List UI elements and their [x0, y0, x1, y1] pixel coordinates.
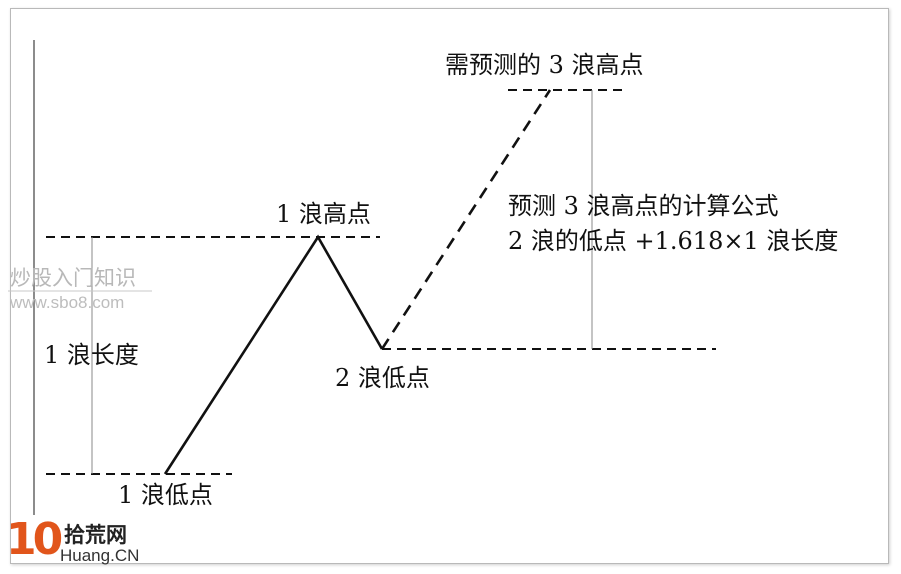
label-formula-title: 预测 3 浪高点的计算公式 — [508, 192, 779, 220]
watermark-site-name: 炒股入门知识 — [10, 266, 136, 290]
wave3-projection-dashed — [380, 89, 552, 350]
label-wave1-low: 1 浪低点 — [118, 481, 213, 509]
diagram-frame — [10, 8, 889, 564]
label-wave2-low: 2 浪低点 — [335, 364, 430, 392]
label-formula: 2 浪的低点 +1.618×1 浪长度 — [508, 227, 838, 255]
label-wave1-length: 1 浪长度 — [44, 341, 139, 369]
logo-number: 10 — [6, 514, 63, 565]
label-predicted-wave3-high: 需预测的 3 浪高点 — [445, 51, 644, 79]
wave-path-solid — [163, 234, 384, 475]
logo-name-cn: 拾荒网 — [64, 523, 127, 547]
watermark-site-url: www.sbo8.com — [9, 293, 124, 312]
label-wave1-high: 1 浪高点 — [276, 200, 371, 228]
logo-name-en: Huang.CN — [60, 546, 140, 565]
